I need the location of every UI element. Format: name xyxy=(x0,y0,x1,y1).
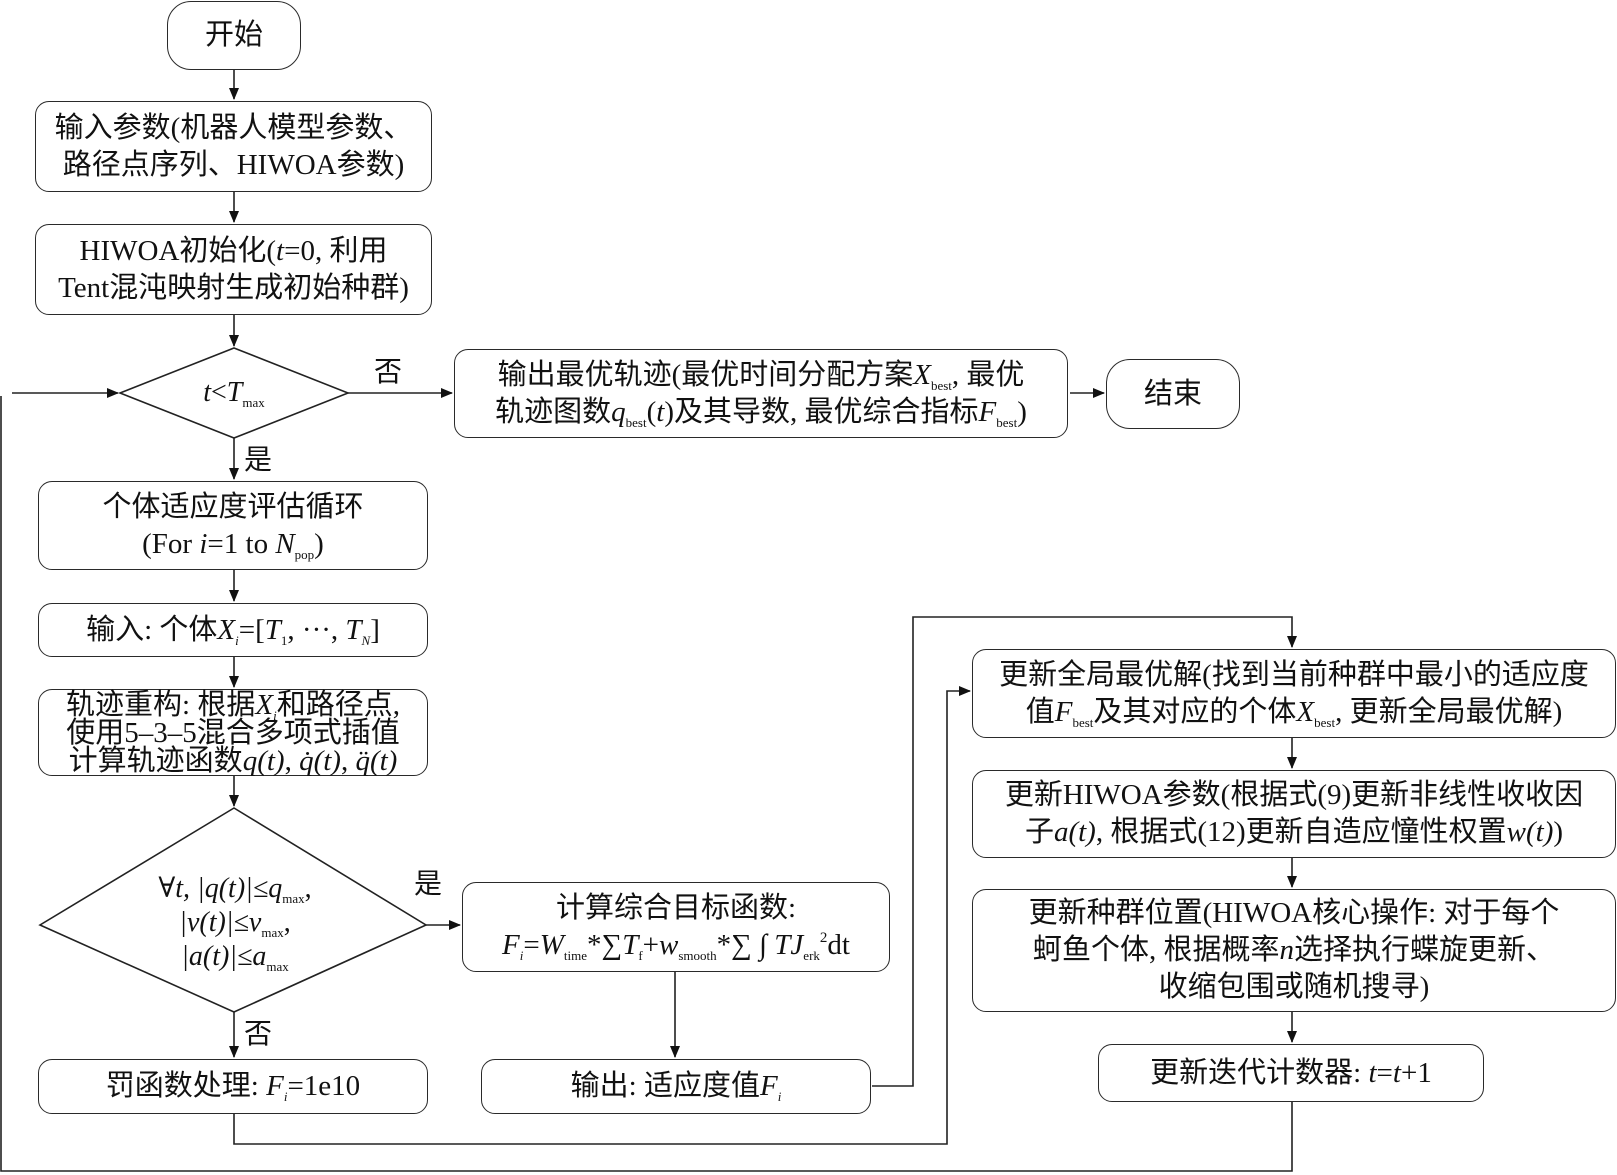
constraint-line1: ∀t, |q(t)|≤qmax, xyxy=(158,873,312,906)
objective-function-node: 计算综合目标函数: Fi=Wtime*∑Tf+wsmooth*∑ ∫ TJerk… xyxy=(462,882,890,972)
init-node: HIWOA初始化(t=0, 利用 Tent混沌映射生成初始种群) xyxy=(35,224,432,315)
output-best-node: 输出最优轨迹(最优时间分配方案Xbest, 最优 轨迹图数qbest(t)及其导… xyxy=(454,349,1068,438)
end-node: 结束 xyxy=(1106,359,1240,429)
penalty-node: 罚函数处理: Fi=1e10 xyxy=(38,1059,428,1114)
objective-line1: 计算综合目标函数: xyxy=(555,892,797,924)
init-line2: Tent混沌映射生成初始种群) xyxy=(58,271,409,304)
label-yes-feasible: 是 xyxy=(414,869,443,900)
update-global-line2: 值Fbest及其对应的个体Xbest, 更新全局最优解) xyxy=(1025,695,1563,730)
input-params-line2: 路径点序列、HIWOA参数) xyxy=(62,148,405,181)
loop-condition-text: t<Tmax xyxy=(203,377,265,410)
label-yes-continue: 是 xyxy=(244,445,273,476)
penalty-text: 罚函数处理: Fi=1e10 xyxy=(105,1070,361,1104)
constraint-condition-text: ∀t, |q(t)|≤qmax, |v(t)|≤vmax, |a(t)|≤ama… xyxy=(110,872,360,974)
input-individual-text: 输入: 个体Xi=[T1, ···, TN] xyxy=(86,613,380,648)
fitness-output-node: 输出: 适应度值Fi xyxy=(481,1059,871,1114)
connector-penalty-to-global xyxy=(233,686,971,1145)
output-best-line2: 轨迹图数qbest(t)及其导数, 最优综合指标Fbest) xyxy=(495,395,1027,430)
constraint-line2: |v(t)|≤vmax, xyxy=(179,907,291,940)
update-params-line1: 更新HIWOA参数(根据式(9)更新非线性收收因 xyxy=(1004,779,1584,811)
eval-loop-line2: (For i=1 to Npop) xyxy=(142,527,324,562)
output-best-line1: 输出最优轨迹(最优时间分配方案Xbest, 最优 xyxy=(497,358,1025,393)
loop-back-line xyxy=(0,396,1293,1172)
constraint-line3: |a(t)|≤amax xyxy=(181,941,289,974)
reconstruct-line1: 轨迹重构: 根据Xi和路径点, xyxy=(66,688,400,723)
fitness-output-text: 输出: 适应度值Fi xyxy=(570,1070,782,1104)
update-pop-line3: 收缩包围或随机搜寻) xyxy=(1158,971,1430,1003)
update-params-line2: 子a(t), 根据式(12)更新自造应憧性权置w(t)) xyxy=(1024,816,1564,848)
update-iteration-node: 更新迭代计数器: t=t+1 xyxy=(1098,1044,1484,1102)
reconstruct-line3: 计算轨迹函数q(t), q̇(t), q̈(t) xyxy=(68,744,398,777)
init-line1: HIWOA初始化(t=0, 利用 xyxy=(79,234,388,267)
connector-fitness-to-global xyxy=(872,616,1297,1087)
eval-loop-line1: 个体适应度评估循环 xyxy=(102,490,364,523)
update-pop-line1: 更新种群位置(HIWOA核心操作: 对于每个 xyxy=(1028,897,1560,929)
input-individual-node: 输入: 个体Xi=[T1, ···, TN] xyxy=(38,603,428,657)
eval-loop-node: 个体适应度评估循环 (For i=1 to Npop) xyxy=(38,481,428,570)
update-params-node: 更新HIWOA参数(根据式(9)更新非线性收收因 子a(t), 根据式(12)更… xyxy=(972,770,1616,858)
input-params-line1: 输入参数(机器人模型参数、 xyxy=(54,111,413,144)
update-iteration-text: 更新迭代计数器: t=t+1 xyxy=(1150,1056,1432,1089)
objective-formula: Fi=Wtime*∑Tf+wsmooth*∑ ∫ TJerk2dt xyxy=(502,929,850,963)
input-params-node: 输入参数(机器人模型参数、 路径点序列、HIWOA参数) xyxy=(35,101,432,192)
start-node: 开始 xyxy=(167,1,301,70)
update-global-line1: 更新全局最优解(找到当前种群中最小的适应度 xyxy=(999,658,1589,691)
update-global-best-node: 更新全局最优解(找到当前种群中最小的适应度 值Fbest及其对应的个体Xbest… xyxy=(972,649,1616,738)
label-no-infeasible: 否 xyxy=(244,1019,273,1050)
update-population-node: 更新种群位置(HIWOA核心操作: 对于每个 蚵鱼个体, 根据概率n选择执行蝶旋… xyxy=(972,889,1616,1012)
end-label: 结束 xyxy=(1143,377,1202,410)
start-label: 开始 xyxy=(204,19,263,51)
reconstruct-line2: 使用5–3–5混合多项式插值 xyxy=(66,716,400,749)
update-pop-line2: 蚵鱼个体, 根据概率n选择执行蝶旋更新、 xyxy=(1032,934,1556,966)
label-no-terminate: 否 xyxy=(374,357,403,388)
trajectory-reconstruct-node: 轨迹重构: 根据Xi和路径点, 使用5–3–5混合多项式插值 计算轨迹函数q(t… xyxy=(38,689,428,776)
